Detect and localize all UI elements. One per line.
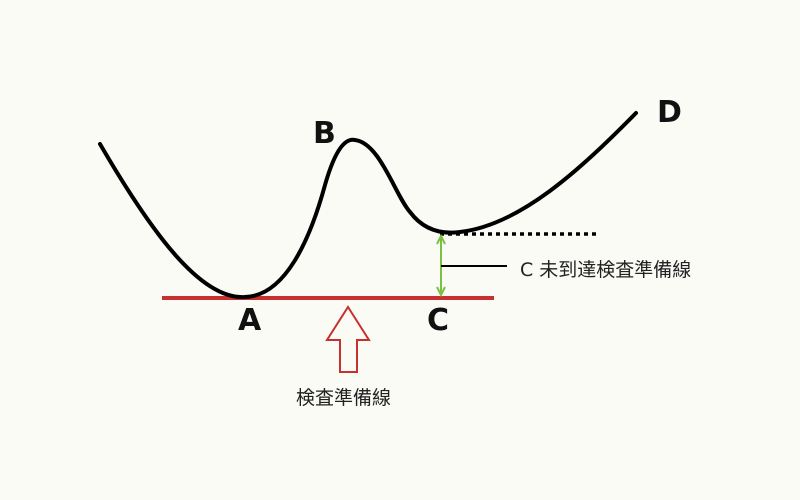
label-c: C: [427, 303, 450, 338]
c-gap-annotation: C 未到達検査準備線: [520, 259, 692, 281]
baseline-pointer-arrow-icon: [325, 305, 371, 373]
label-d: D: [657, 95, 682, 130]
label-b: B: [313, 116, 336, 151]
gap-arrow-down-head: [436, 286, 446, 298]
label-a: A: [238, 303, 262, 338]
baseline-annotation: 検査準備線: [296, 387, 392, 409]
gap-arrow-up-head: [436, 233, 446, 245]
price-curve: [98, 111, 638, 300]
